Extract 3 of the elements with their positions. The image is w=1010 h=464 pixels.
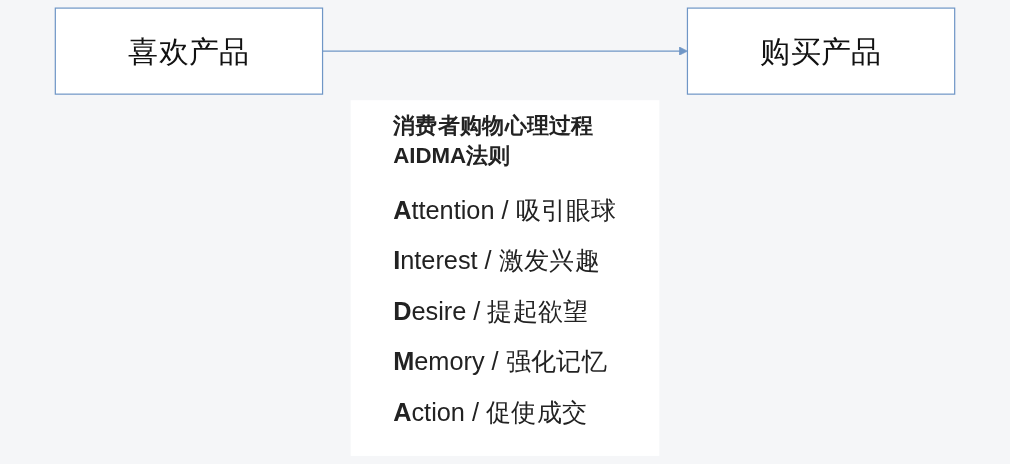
process-box: 喜欢产品: [54, 7, 324, 95]
process-box: 购买产品: [686, 7, 956, 95]
text-panel: 消费者购物心理过程AIDMA法则 Attention / 吸引眼球 Interest / 激发兴趣 Desire / 提起欲望 Memory / 强化记忆 Action / 促使成交: [350, 100, 660, 456]
